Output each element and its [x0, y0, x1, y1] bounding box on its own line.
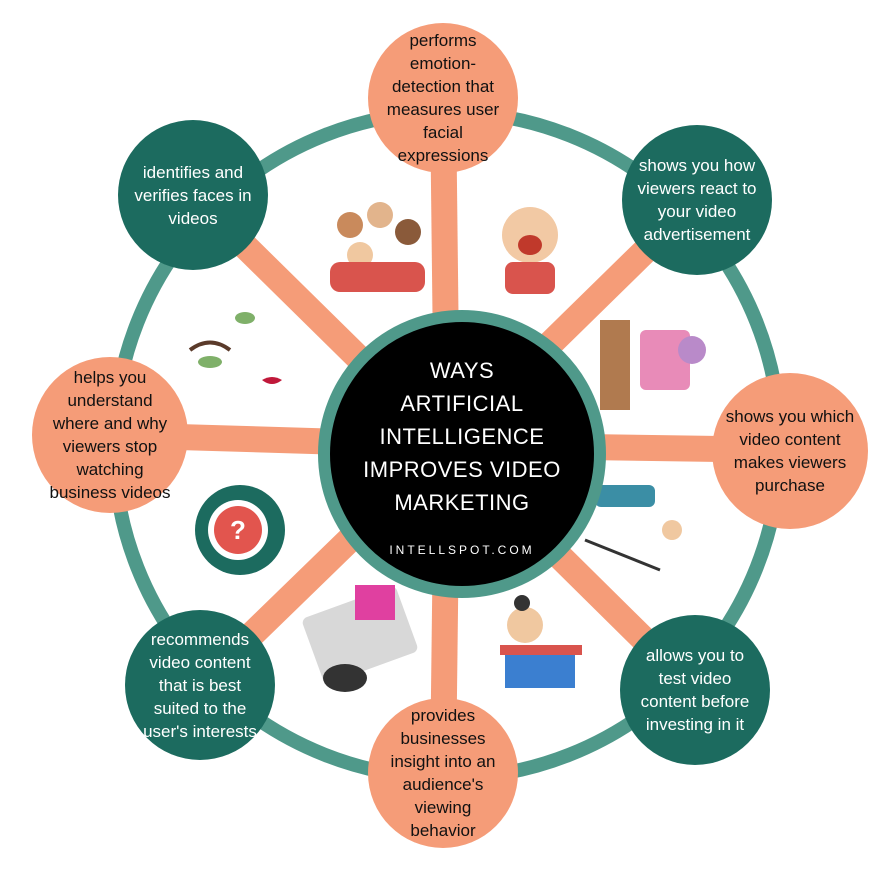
title-line: ARTIFICIAL: [400, 391, 524, 416]
laughing-boy-icon: [502, 207, 558, 294]
center-title: WAYS ARTIFICIAL INTELLIGENCE IMPROVES VI…: [330, 354, 594, 519]
node-drop-off: helps you understand where and why viewe…: [32, 357, 188, 513]
node-text: identifies and verifies faces in videos: [134, 162, 252, 228]
node-emotion-detection: performs emotion-detection that measures…: [368, 23, 518, 173]
node-text: helps you understand where and why viewe…: [49, 368, 171, 502]
node-text: performs emotion-detection that measures…: [386, 31, 500, 165]
node-text: shows you how viewers react to your vide…: [637, 156, 757, 244]
group-of-faces-icon: [330, 202, 425, 292]
node-text: provides businesses insight into an audi…: [390, 706, 496, 840]
node-text: allows you to test video content before …: [640, 646, 750, 734]
face-closeup-icon: [188, 312, 282, 384]
title-line: MARKETING: [394, 490, 530, 515]
node-viewer-reaction: shows you how viewers react to your vide…: [622, 125, 772, 275]
title-line: INTELLIGENCE: [379, 424, 545, 449]
person-at-desk-icon: [584, 485, 682, 572]
node-text: recommends video content that is best su…: [143, 629, 257, 741]
center-title-circle: WAYS ARTIFICIAL INTELLIGENCE IMPROVES VI…: [318, 310, 606, 598]
title-line: IMPROVES VIDEO: [363, 457, 561, 482]
node-purchase-content: shows you which video content makes view…: [712, 373, 868, 529]
site-name: INTELLSPOT.COM: [389, 543, 535, 557]
title-line: WAYS: [429, 358, 495, 383]
desk-workspace-icon: [302, 585, 418, 692]
node-audience-insight: provides businesses insight into an audi…: [368, 698, 518, 848]
woman-at-computer-icon: [600, 320, 706, 410]
girl-at-laptop-icon: [500, 595, 582, 688]
svg-text:?: ?: [230, 515, 246, 545]
question-bubble-icon: ?: [195, 485, 285, 575]
node-test-content: allows you to test video content before …: [620, 615, 770, 765]
node-face-verification: identifies and verifies faces in videos: [118, 120, 268, 270]
node-recommendations: recommends video content that is best su…: [125, 610, 275, 760]
node-text: shows you which video content makes view…: [725, 407, 855, 495]
